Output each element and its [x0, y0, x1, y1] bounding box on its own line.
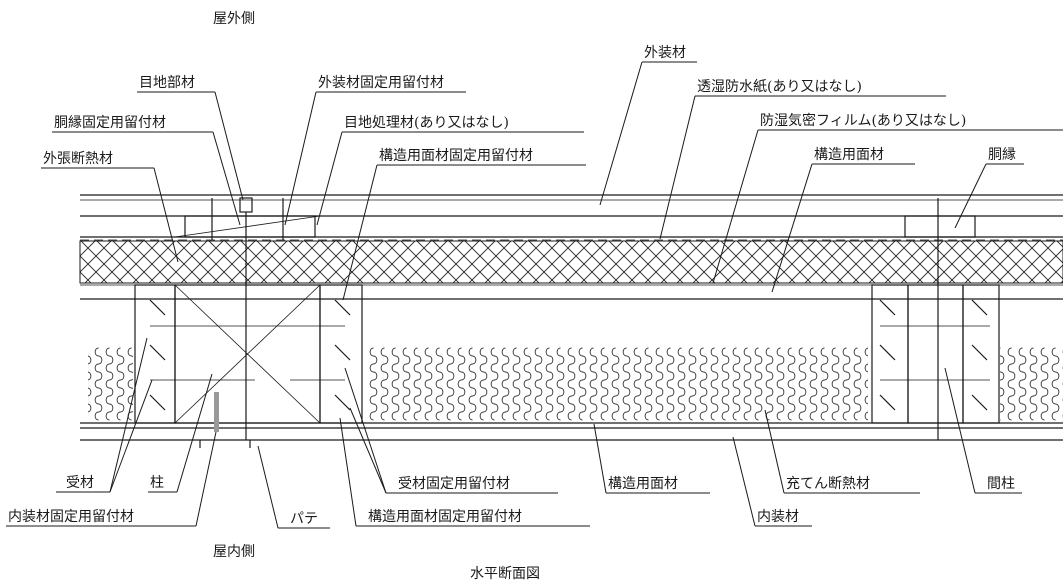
- label-text: 柱: [150, 475, 164, 491]
- label-furring: 胴縁: [954, 147, 1024, 229]
- label-text: 目地部材: [139, 75, 195, 91]
- label-text: 内装材: [757, 509, 799, 525]
- label-structural-panel-top: 構造用面材: [771, 147, 915, 293]
- label-external-insulation: 外張断熱材: [41, 151, 179, 263]
- label-stud: 間柱: [944, 367, 1022, 494]
- column-assembly: [134, 197, 363, 448]
- wall-layers: [79, 194, 1063, 441]
- label-joint-treatment: 目地処理材(あり又はなし): [316, 115, 584, 226]
- label-text: 構造用面材固定用留付材: [379, 148, 533, 164]
- label-text: パテ: [290, 511, 318, 527]
- label-cladding: 外装材: [599, 45, 697, 206]
- indoor-side-caption: 屋内側: [213, 544, 255, 560]
- label-text: 内装材固定用留付材: [8, 509, 134, 525]
- label-text: 外装材固定用留付材: [318, 75, 444, 91]
- label-text: 目地処理材(あり又はなし): [344, 115, 509, 131]
- fill-insulation: [88, 346, 1063, 422]
- label-receiver: 受材: [56, 337, 153, 493]
- label-text: 透湿防水紙(あり又はなし): [697, 79, 862, 95]
- label-structural-panel-bottom: 構造用面材: [593, 423, 710, 494]
- label-text: 外装材: [644, 45, 686, 61]
- figure-title: 水平断面図: [470, 566, 540, 582]
- label-text: 間柱: [987, 476, 1015, 492]
- label-text: 構造用面材: [608, 476, 678, 492]
- label-column: 柱: [148, 373, 213, 493]
- furring-blocks: [184, 215, 976, 238]
- label-structural-panel-fastener-bottom: 構造用面材固定用留付材: [339, 417, 590, 527]
- outdoor-side-caption: 屋外側: [213, 11, 255, 27]
- label-text: 防湿気密フィルム(あり又はなし): [760, 112, 966, 129]
- label-breathable-paper: 透湿防水紙(あり又はなし): [659, 79, 946, 240]
- label-structural-panel-fastener-top: 構造用面材固定用留付材: [342, 148, 586, 301]
- label-text: 外張断熱材: [43, 151, 113, 167]
- label-text: 受材固定用留付材: [398, 476, 510, 492]
- label-text: 構造用面材: [814, 147, 884, 163]
- label-interior-fastener: 内装材固定用留付材: [6, 431, 217, 527]
- label-cladding-fastener: 外装材固定用留付材: [284, 75, 466, 226]
- label-joint-member: 目地部材: [137, 75, 244, 201]
- label-text: 胴縁固定用留付材: [54, 115, 166, 131]
- label-text: 充てん断熱材: [786, 476, 870, 492]
- label-putty: パテ: [257, 445, 330, 529]
- stud-assembly: [871, 198, 1000, 440]
- label-text: 胴縁: [988, 147, 1016, 163]
- label-vapor-barrier: 防湿気密フィルム(あり又はなし): [712, 112, 1063, 284]
- label-receiver-fastener: 受材固定用留付材: [344, 367, 558, 494]
- label-text: 受材: [66, 475, 94, 491]
- label-text: 構造用面材固定用留付材: [368, 509, 522, 525]
- label-interior-finish: 内装材: [732, 436, 812, 527]
- label-fill-insulation: 充てん断熱材: [764, 409, 920, 494]
- label-furring-fastener: 胴縁固定用留付材: [52, 115, 241, 226]
